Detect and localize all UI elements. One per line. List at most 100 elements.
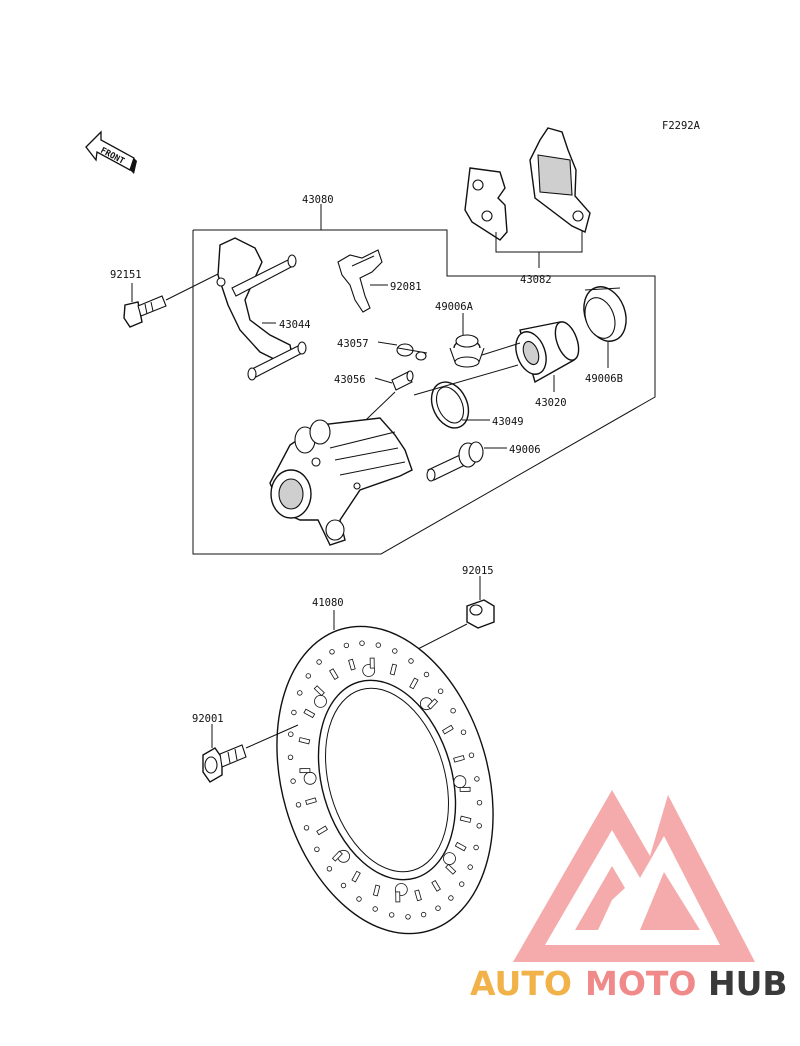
disc-hole bbox=[326, 866, 333, 872]
disc-hole bbox=[459, 881, 465, 887]
disc-slot bbox=[331, 850, 343, 862]
disc-slot bbox=[431, 880, 441, 892]
disc-slot bbox=[409, 677, 419, 690]
disc-hole bbox=[392, 648, 398, 654]
label-43049: 43049 bbox=[492, 416, 524, 428]
label-43080: 43080 bbox=[302, 194, 334, 206]
pad-spring-92081 bbox=[337, 249, 383, 313]
disc-hole bbox=[450, 708, 456, 714]
disc-mount-hole bbox=[453, 775, 467, 789]
disc-hole bbox=[476, 823, 482, 829]
label-92151: 92151 bbox=[110, 269, 142, 281]
disc-slot bbox=[372, 884, 381, 897]
disc-hole bbox=[329, 649, 335, 655]
bolt-92001 bbox=[202, 744, 247, 783]
disc-hole bbox=[405, 914, 411, 920]
disc-slot bbox=[395, 891, 401, 903]
brake-pad-inner bbox=[464, 167, 508, 241]
watermark-logo bbox=[513, 790, 755, 962]
piston-seal-43049 bbox=[430, 381, 470, 429]
clip-43057 bbox=[396, 343, 428, 361]
label-41080: 41080 bbox=[312, 597, 344, 609]
disc-hole bbox=[288, 731, 294, 737]
label-43020: 43020 bbox=[535, 397, 567, 409]
pin-boot-49006 bbox=[426, 441, 484, 482]
disc-slot bbox=[445, 863, 457, 875]
label-92001: 92001 bbox=[192, 713, 224, 725]
disc-slot bbox=[427, 698, 439, 710]
label-49006: 49006 bbox=[509, 444, 541, 456]
disc-slot bbox=[299, 768, 311, 774]
brake-disc-41080 bbox=[276, 625, 494, 935]
label-49006A: 49006A bbox=[435, 301, 474, 313]
disc-mount-hole bbox=[303, 771, 317, 785]
disc-slot bbox=[313, 685, 325, 697]
label-92015: 92015 bbox=[462, 565, 494, 577]
disc-hole bbox=[303, 825, 310, 831]
disc-slot bbox=[329, 668, 339, 680]
disc-hole bbox=[359, 640, 365, 646]
disc-slot bbox=[351, 870, 361, 883]
bleed-valve-43056 bbox=[391, 370, 414, 391]
disc-hole bbox=[372, 906, 378, 912]
disc-hole bbox=[473, 844, 479, 851]
disc-slot bbox=[454, 841, 467, 852]
label-43044: 43044 bbox=[279, 319, 311, 331]
label-43056: 43056 bbox=[334, 374, 366, 386]
disc-hole bbox=[460, 729, 467, 735]
label-92081: 92081 bbox=[390, 281, 422, 293]
disc-hole bbox=[297, 690, 303, 696]
disc-hole bbox=[468, 752, 475, 758]
disc-hole bbox=[420, 911, 427, 918]
bolt-92151 bbox=[123, 295, 167, 328]
caliper-bracket-43044 bbox=[216, 237, 307, 381]
brake-pad-outer bbox=[529, 127, 591, 233]
disc-hole bbox=[291, 709, 297, 716]
disc-slot bbox=[389, 663, 398, 676]
watermark-text: AUTO MOTO HUB bbox=[470, 964, 788, 1003]
disc-hole bbox=[343, 642, 350, 649]
disc-hole bbox=[314, 846, 320, 852]
disc-hole bbox=[437, 688, 444, 694]
label-43082: 43082 bbox=[520, 274, 552, 286]
disc-slot bbox=[442, 724, 454, 735]
disc-hole bbox=[316, 659, 322, 665]
disc-hole bbox=[408, 658, 414, 664]
disc-slot bbox=[348, 658, 356, 671]
disc-hole bbox=[305, 673, 311, 679]
watermark-auto: AUTO bbox=[470, 964, 572, 1003]
label-43057: 43057 bbox=[337, 338, 369, 350]
disc-slot bbox=[453, 755, 465, 763]
disc-hole bbox=[467, 864, 473, 870]
assembly-outline bbox=[192, 229, 656, 555]
disc-slot bbox=[414, 889, 422, 902]
piston-43020 bbox=[515, 321, 580, 384]
disc-hole bbox=[356, 896, 362, 902]
disc-slot bbox=[459, 815, 472, 823]
disc-hole bbox=[295, 802, 302, 808]
disc-slot bbox=[369, 657, 375, 669]
caliper-body bbox=[269, 417, 413, 546]
disc-slot bbox=[316, 825, 328, 836]
disc-hole bbox=[287, 754, 294, 760]
disc-hole bbox=[435, 905, 441, 911]
disc-hole bbox=[423, 671, 430, 678]
disc-mount-hole bbox=[443, 852, 456, 865]
disc-hole bbox=[389, 912, 395, 918]
figure-code: F2292A bbox=[662, 120, 701, 132]
disc-hole bbox=[290, 778, 296, 784]
dust-seal-49006B bbox=[583, 286, 627, 342]
disc-slot bbox=[298, 737, 311, 745]
front-arrow-icon: FRONT bbox=[85, 130, 137, 174]
watermark-hub: HUB bbox=[708, 964, 788, 1003]
label-49006B: 49006B bbox=[585, 373, 623, 385]
disc-hole bbox=[375, 642, 381, 648]
disc-hole bbox=[340, 882, 347, 889]
disc-mount-hole bbox=[314, 695, 327, 708]
nut-92015 bbox=[466, 599, 495, 629]
boot-49006A bbox=[449, 334, 485, 368]
disc-slot bbox=[459, 786, 471, 792]
disc-hole bbox=[448, 895, 454, 901]
